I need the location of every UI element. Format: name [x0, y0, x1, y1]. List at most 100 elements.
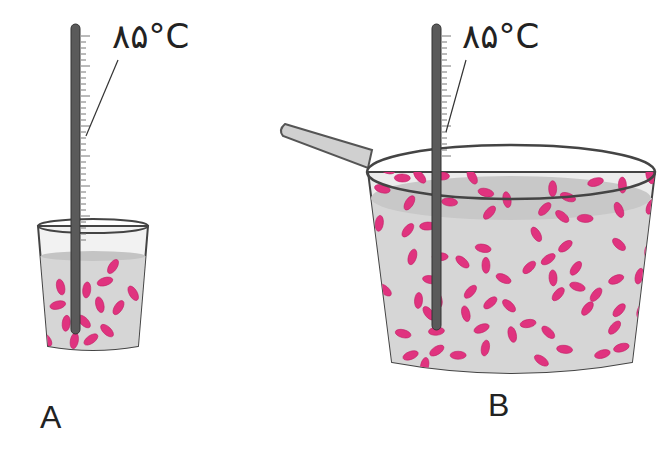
scale-tick [442, 54, 447, 55]
bean [49, 299, 66, 311]
bean [549, 181, 557, 197]
scale-tick [81, 36, 90, 37]
bean [533, 353, 551, 369]
bean [587, 176, 605, 188]
scale-tick [81, 162, 86, 163]
bean [69, 332, 80, 349]
bean [411, 168, 428, 185]
scale-tick [442, 114, 447, 115]
bean [452, 157, 468, 165]
bean [549, 270, 558, 286]
bean [606, 319, 623, 336]
scale-tick [81, 114, 86, 115]
bean [374, 215, 384, 232]
bean [610, 236, 627, 253]
scale-tick [442, 36, 451, 37]
bean [611, 302, 628, 319]
scale-tick [442, 84, 447, 85]
scale-tick [81, 132, 86, 133]
bean [82, 332, 100, 348]
scale-tick [81, 138, 86, 139]
leader-line [86, 60, 118, 136]
bean [557, 238, 575, 254]
scale-tick [442, 78, 447, 79]
bean [633, 267, 645, 285]
bean [366, 345, 380, 363]
bean [556, 344, 573, 354]
bean [414, 292, 423, 309]
scale-tick [442, 60, 447, 61]
bean [465, 168, 480, 186]
bean [82, 282, 92, 299]
scale-tick [81, 66, 90, 67]
scale-tick [81, 180, 86, 181]
cooking-pot [281, 124, 660, 388]
bean [96, 275, 114, 287]
bean [521, 259, 538, 276]
bean [460, 305, 472, 322]
bean [529, 225, 544, 243]
bean [477, 187, 494, 199]
bean [61, 315, 71, 332]
scale-tick [442, 48, 447, 49]
bean [406, 248, 418, 266]
bean [111, 299, 126, 317]
bean [454, 254, 471, 271]
bean [400, 221, 416, 238]
bean [540, 324, 557, 341]
glass-cup [30, 219, 160, 366]
scale-tick [81, 48, 86, 49]
bean [38, 331, 54, 349]
bean [536, 200, 553, 217]
scale-tick [442, 144, 447, 145]
scale-tick [81, 150, 86, 151]
scale-tick [81, 186, 90, 187]
scale-tick [81, 210, 86, 211]
bean [441, 197, 458, 206]
bean [482, 295, 499, 311]
bean [577, 214, 593, 223]
scale-tick [81, 72, 86, 73]
temperature-label: ۸۵°C [112, 18, 189, 55]
scale-tick [81, 96, 90, 97]
scale-tick [442, 108, 447, 109]
scale-tick [81, 60, 86, 61]
scale-tick [442, 150, 447, 151]
bean [126, 284, 141, 302]
bean [612, 201, 626, 219]
bean [607, 273, 625, 287]
bean [428, 343, 446, 358]
scale-tick [81, 78, 86, 79]
scale-tick [81, 144, 86, 145]
bean [641, 287, 659, 301]
bean [500, 297, 517, 314]
scale-tick [81, 228, 86, 229]
scale-tick [442, 90, 447, 91]
scale-tick [442, 138, 447, 139]
bean [480, 339, 491, 356]
leader-line [446, 60, 466, 132]
scale-tick [81, 168, 86, 169]
bean [462, 283, 479, 300]
scale-tick [81, 234, 86, 235]
bean [644, 198, 658, 216]
bean [402, 194, 417, 212]
scale-tick [81, 90, 86, 91]
container-letter: B [488, 388, 509, 423]
bean [569, 280, 587, 293]
bean [550, 286, 567, 303]
bean [594, 348, 612, 360]
bean [473, 322, 491, 335]
scale-tick [81, 102, 86, 103]
scale-tick [81, 240, 86, 241]
bean [579, 300, 595, 317]
scale-tick [442, 66, 451, 67]
bean [482, 257, 490, 273]
scale-tick [81, 156, 90, 157]
scale-tick [442, 42, 447, 43]
scale-tick [81, 174, 86, 175]
scale-tick [442, 96, 451, 97]
bean [520, 318, 537, 329]
scale-tick [81, 84, 86, 85]
